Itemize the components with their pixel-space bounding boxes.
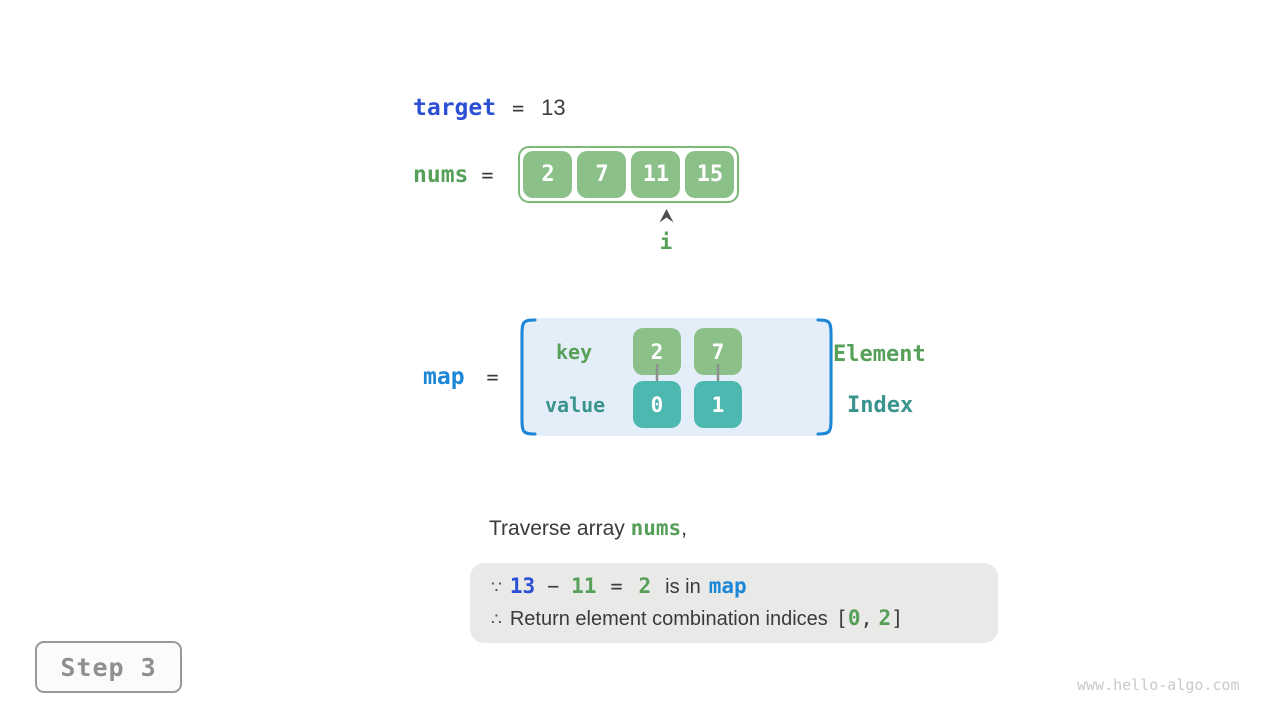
map-entry-0-value: 0 (633, 381, 681, 428)
is-in-text: is in (665, 576, 701, 598)
element-annotation: Element (833, 342, 926, 367)
return-text: Return element combination indices (509, 608, 828, 630)
nums-cell-2: 11 (631, 151, 681, 198)
target-equals-sign: = (512, 96, 525, 120)
result-index-0: 0 (847, 606, 861, 630)
nums-cell-1: 7 (577, 151, 627, 198)
target-value-ref: 13 (509, 574, 536, 598)
open-bracket: [ (835, 606, 848, 630)
nums-cell-0: 2 (523, 151, 573, 198)
conclusion-line-1: ∵ 13 − 11 = 2 is in map (491, 574, 998, 599)
nums-array: 2 7 11 15 (518, 146, 740, 203)
current-element-ref: 11 (571, 574, 597, 598)
target-value: 13 (541, 95, 566, 120)
map-key-label: key (556, 340, 593, 364)
right-bracket-icon (816, 318, 833, 436)
caption-prefix: Traverse array (489, 517, 631, 540)
map-container: key value 2 0 7 1 (520, 318, 833, 436)
index-annotation: Index (847, 393, 914, 418)
nums-equals-sign: = (481, 162, 494, 187)
map-entry-1-value: 1 (694, 381, 742, 428)
nums-cell-3: 15 (685, 151, 735, 198)
map-ref: map (708, 574, 747, 598)
target-variable-label: target (413, 95, 497, 121)
minus-sign: − (547, 574, 560, 598)
left-bracket-icon (520, 318, 537, 436)
map-value-label: value (545, 393, 606, 417)
caption-text: Traverse array nums, (489, 516, 687, 541)
caption-suffix: , (681, 517, 688, 540)
index-pointer: i (642, 209, 690, 254)
nums-variable-label: nums (413, 161, 469, 188)
step-badge: Step 3 (35, 641, 182, 693)
pointer-variable-label: i (659, 230, 673, 254)
target-assignment: target = 13 (413, 95, 566, 121)
difference-value: 2 (638, 574, 652, 598)
map-equals-sign: = (486, 365, 499, 389)
result-index-1: 2 (878, 606, 892, 630)
up-arrow-icon (659, 209, 673, 223)
caption-nums-highlight: nums (630, 516, 682, 540)
map-assignment: map = (423, 364, 499, 390)
comma: , (860, 606, 873, 630)
because-symbol: ∵ (491, 578, 502, 597)
conclusion-line-2: ∴ Return element combination indices [ 0… (491, 606, 998, 631)
nums-assignment: nums = 2 7 11 15 (413, 146, 740, 203)
map-variable-label: map (423, 364, 465, 390)
therefore-symbol: ∴ (491, 610, 502, 629)
conclusion-box: ∵ 13 − 11 = 2 is in map ∴ Return element… (470, 563, 998, 643)
close-bracket: ] (891, 606, 904, 630)
watermark: www.hello-algo.com (1077, 676, 1240, 694)
equals-sign: = (610, 574, 623, 598)
map-entry-1: 7 1 (694, 328, 742, 428)
map-entry-0: 2 0 (633, 328, 681, 428)
